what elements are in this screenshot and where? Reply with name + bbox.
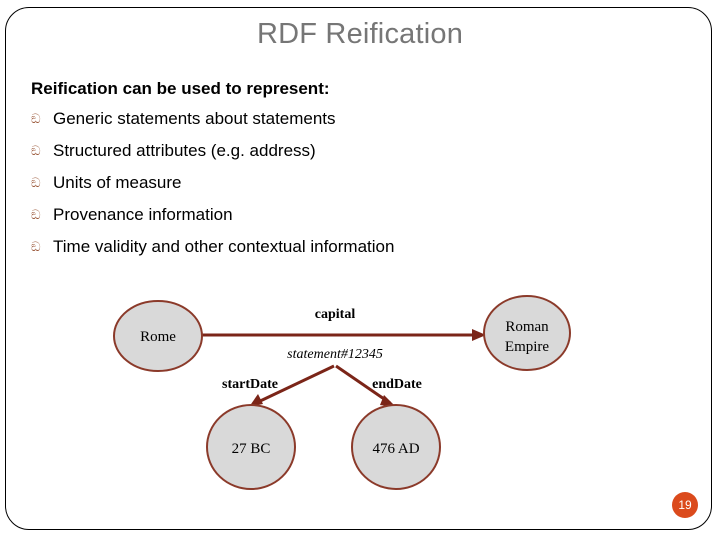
node-start-date-value-label: 27 BC [232, 441, 271, 457]
ornament-bullet-icon: ඞ [31, 208, 41, 223]
list-item: ඞ Structured attributes (e.g. address) [31, 136, 671, 168]
page-number-badge: 19 [672, 492, 698, 518]
edge-label-capital: capital [315, 307, 356, 322]
edge-label-start-date: startDate [222, 377, 278, 392]
lead-line: Reification can be used to represent: [31, 79, 330, 98]
list-item: ඞ Units of measure [31, 168, 671, 200]
edge-label-end-date: endDate [372, 377, 422, 392]
ornament-bullet-icon: ඞ [31, 112, 41, 127]
list-item: ඞ Time validity and other contextual inf… [31, 232, 671, 264]
list-item-label: Generic statements about statements [53, 109, 336, 128]
list-item-label: Structured attributes (e.g. address) [53, 141, 316, 160]
node-roman-empire-label-line1: Roman [505, 319, 549, 335]
node-end-date-value-label: 476 AD [372, 441, 419, 457]
bullet-list: ඞ Generic statements about statements ඞ … [31, 104, 671, 264]
edge-label-statement-id: statement#12345 [287, 347, 383, 362]
edge-end-date-arrowhead [380, 395, 397, 408]
edge-capital-arrowhead [472, 329, 486, 341]
ornament-bullet-icon: ඞ [31, 240, 41, 255]
list-item-label: Time validity and other contextual infor… [53, 237, 395, 256]
list-item-label: Units of measure [53, 173, 182, 192]
node-roman-empire-label-line2: Empire [505, 339, 549, 355]
page-title: RDF Reification [256, 18, 464, 50]
ornament-bullet-icon: ඞ [31, 176, 41, 191]
list-item: ඞ Generic statements about statements [31, 104, 671, 136]
node-rome-label: Rome [140, 329, 176, 345]
content-body: Reification can be used to represent: ඞ … [31, 78, 671, 264]
list-item-label: Provenance information [53, 205, 233, 224]
edge-start-date-arrowhead [249, 394, 263, 407]
list-item: ඞ Provenance information [31, 200, 671, 232]
ornament-bullet-icon: ඞ [31, 144, 41, 159]
